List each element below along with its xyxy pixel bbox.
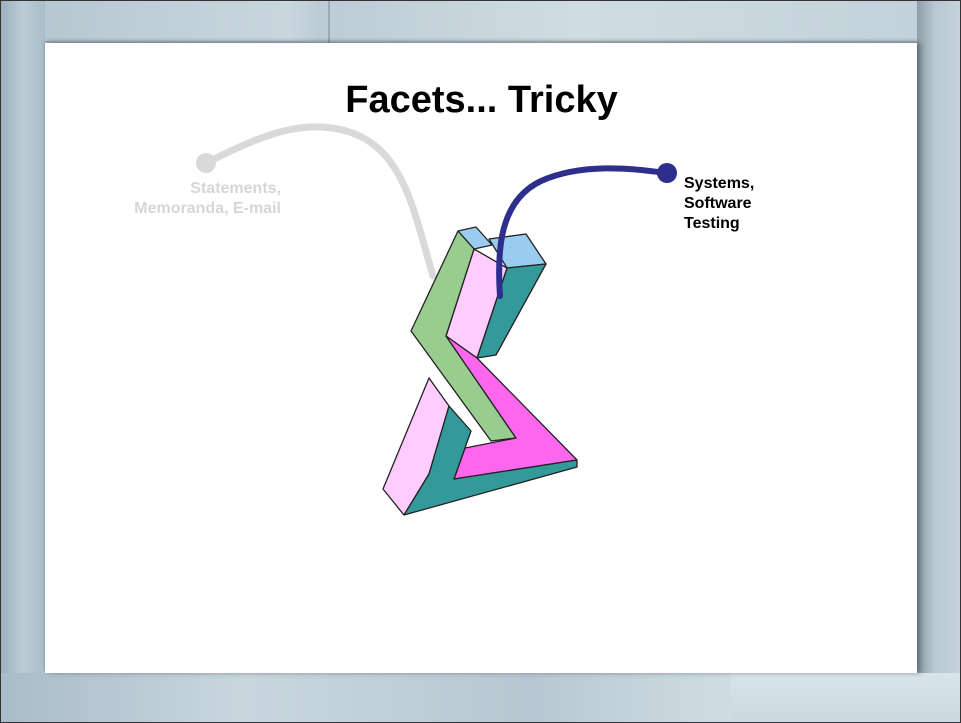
background-tile-right [917, 1, 960, 722]
background-divider [328, 1, 330, 43]
slide-title: Facets... Tricky [345, 79, 618, 121]
right-callout-line-2: Software [684, 195, 752, 212]
impossible-figure [382, 226, 578, 516]
right-callout-line-3: Testing [684, 215, 740, 232]
background-block-bottom-right [731, 673, 960, 722]
left-callout-line-2: Memoranda, E-mail [134, 200, 281, 217]
right-callout-label: Systems, Software Testing [684, 174, 824, 234]
background-tile-left [1, 1, 45, 722]
figure-teal-bottom-bar [403, 405, 578, 516]
background-tile-top [1, 1, 960, 41]
left-callout-line-1: Statements, [190, 180, 281, 197]
right-callout-line-1: Systems, [684, 175, 755, 192]
left-callout-label: Statements, Memoranda, E-mail [61, 179, 281, 219]
right-callout-dot [657, 163, 677, 183]
left-callout-connector [202, 123, 437, 280]
right-callout-connector [496, 165, 669, 299]
left-callout-dot [196, 153, 216, 173]
figure-magenta-l [445, 335, 578, 480]
